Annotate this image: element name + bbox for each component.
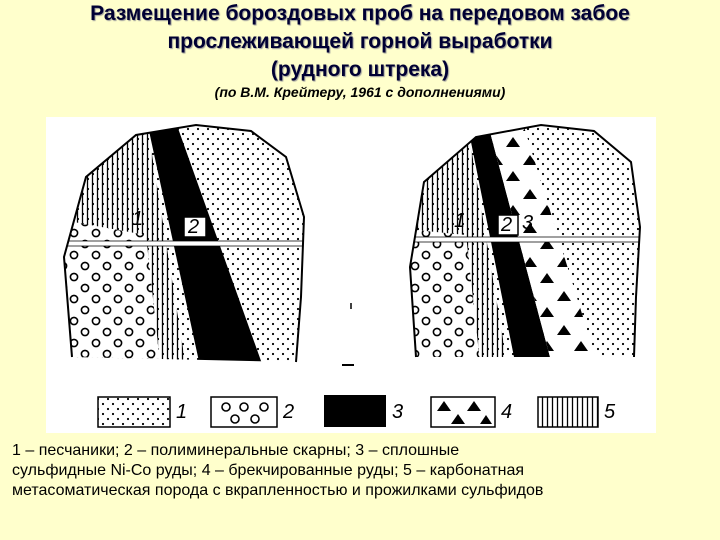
- title-line-2: прослеживающей горной выработки: [167, 30, 553, 53]
- right-label-2: 2: [500, 214, 512, 236]
- left-label-1: 1: [132, 208, 143, 230]
- legend: 1 2 3 4 5: [97, 395, 616, 428]
- legend-label-4: 4: [501, 401, 512, 423]
- right-face: [410, 125, 640, 357]
- legend-label-2: 2: [282, 401, 294, 423]
- left-face: [64, 125, 304, 362]
- caption-line-3: метасоматическая порода с вкрапленностью…: [12, 482, 544, 499]
- legend-swatch-3: [324, 395, 386, 427]
- title-line-3: (рудного штрека): [270, 58, 450, 81]
- legend-swatch-5: [537, 396, 599, 428]
- legend-label-1: 1: [176, 401, 187, 423]
- caption-line-2: сульфидные Ni-Co руды; 4 – брекчированны…: [12, 462, 525, 479]
- face-diagram-svg: 1 2 1 2 3 1: [62, 123, 642, 428]
- caption-line-1: 1 – песчаники; 2 – полиминеральные скарн…: [12, 442, 460, 459]
- title-line-1: Размещение бороздовых проб на передовом …: [90, 2, 630, 25]
- legend-label-5: 5: [604, 401, 616, 423]
- legend-label-3: 3: [392, 401, 403, 423]
- geology-figure: 1 2 1 2 3 1: [46, 117, 656, 433]
- legend-caption: 1 – песчаники; 2 – полиминеральные скарн…: [12, 441, 712, 501]
- legend-swatch-2: [210, 396, 278, 428]
- right-label-1: 1: [454, 210, 465, 232]
- left-label-2: 2: [187, 216, 199, 238]
- right-label-3: 3: [522, 212, 533, 234]
- subtitle: (по В.М. Крейтеру, 1961 с дополнениями): [214, 84, 506, 100]
- slide-title: Размещение бороздовых проб на передовом …: [0, 0, 720, 84]
- legend-swatch-1: [97, 396, 171, 428]
